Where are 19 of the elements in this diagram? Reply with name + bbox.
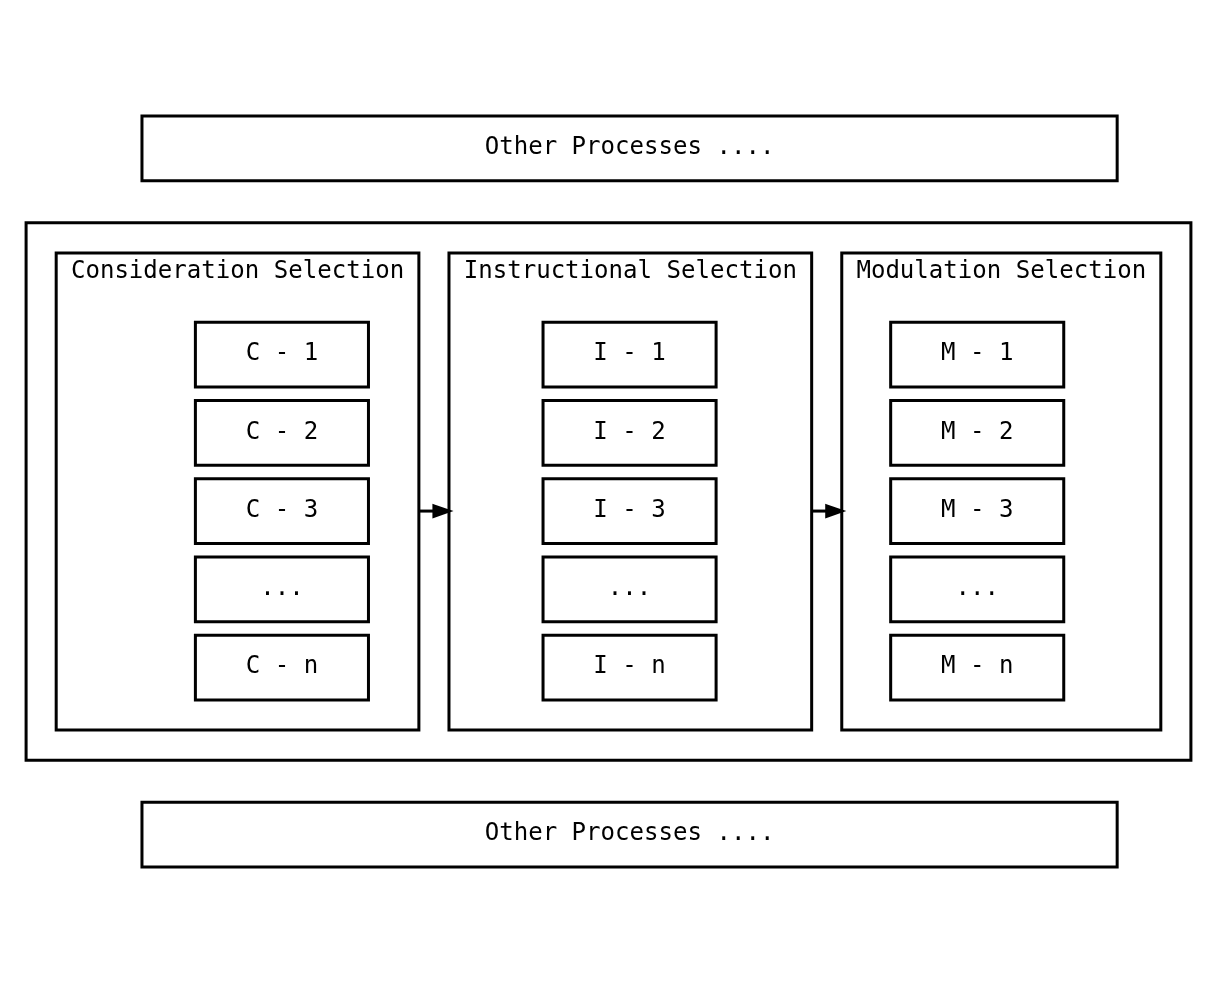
node-box: I - 1 (541, 320, 718, 388)
node-box: I - 2 (541, 398, 718, 467)
node-box: I - n (541, 633, 718, 701)
node-box: C - 3 (193, 476, 370, 545)
node-box: C - n (193, 633, 370, 701)
cluster (24, 220, 1193, 762)
node-box: C - 1 (193, 320, 370, 388)
node-box: M - 1 (889, 320, 1066, 388)
node-box: Other Processes .... (140, 800, 1119, 868)
node-box: ... (541, 554, 718, 623)
node-box: ... (889, 554, 1066, 623)
node-box: ... (193, 554, 370, 623)
node-box: Other Processes .... (140, 114, 1119, 182)
node-box: C - 2 (193, 398, 370, 467)
arrow (418, 503, 454, 518)
node-box: M - 2 (889, 398, 1066, 467)
node-box: M - 3 (889, 476, 1066, 545)
node-box: I - 3 (541, 476, 718, 545)
node-box: M - n (889, 633, 1066, 701)
